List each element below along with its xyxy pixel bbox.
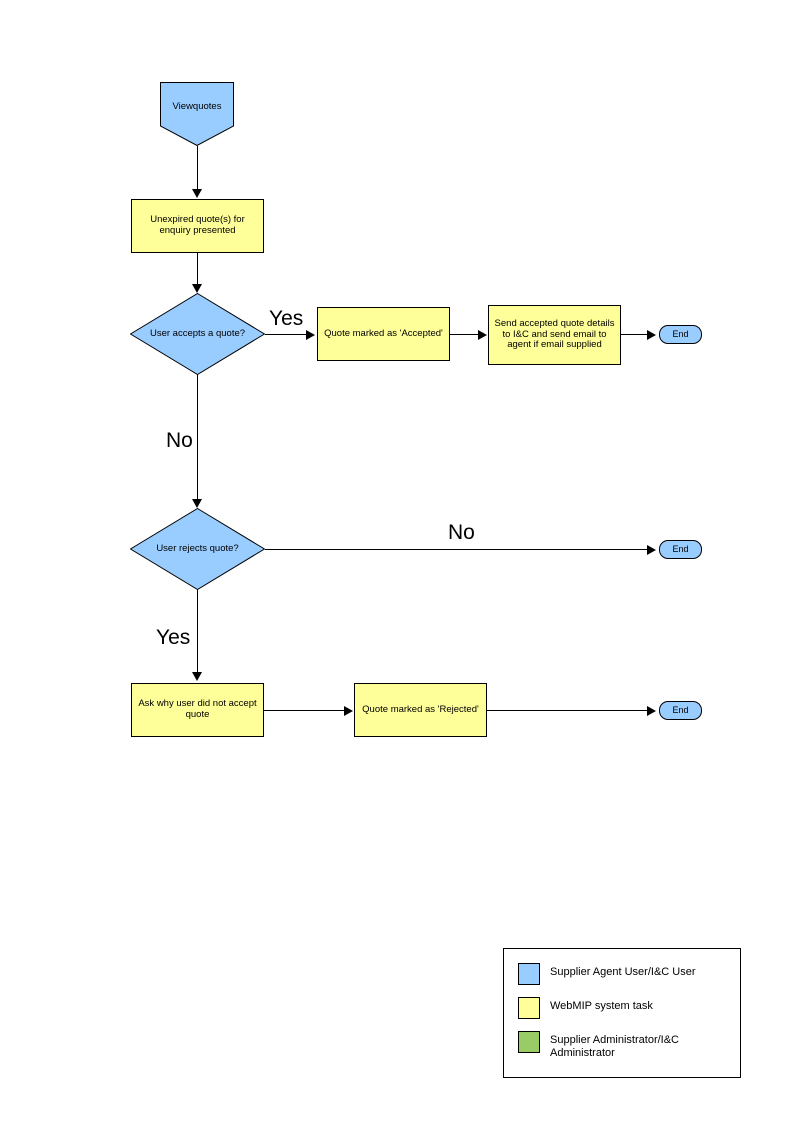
- arrowhead-unexpired-to-decision1: [192, 284, 202, 293]
- edge-label-accepts-yes: Yes: [269, 307, 304, 330]
- node-decision-user-accepts[interactable]: User accepts a quote?: [130, 293, 265, 375]
- arrowhead-decision1-yes: [306, 330, 315, 340]
- connector-askwhy-to-rejected: [264, 710, 346, 711]
- arrowhead-send-to-end: [647, 330, 656, 340]
- node-end-accepted[interactable]: End: [659, 325, 702, 344]
- arrowhead-askwhy-to-rejected: [344, 706, 353, 716]
- decision-diamond-shape: [130, 293, 265, 375]
- node-ask-why[interactable]: Ask why user did not accept quote: [131, 683, 264, 737]
- node-unexpired-quotes[interactable]: Unexpired quote(s) for enquiry presented: [131, 199, 264, 253]
- decision-diamond-shape: [130, 508, 265, 590]
- node-ask-why-label: Ask why user did not accept quote: [138, 698, 257, 720]
- node-decision-user-rejects-label: User rejects quote?: [156, 543, 239, 555]
- arrowhead-decision1-no: [192, 499, 202, 508]
- start-pentagon-shape: [160, 82, 234, 146]
- node-quote-accepted[interactable]: Quote marked as 'Accepted': [317, 307, 450, 361]
- legend-swatch-user-blue: [518, 963, 540, 985]
- connector-decision1-no: [197, 375, 198, 501]
- node-quote-rejected[interactable]: Quote marked as 'Rejected': [354, 683, 487, 737]
- arrowhead-accepted-to-send: [478, 330, 487, 340]
- node-end-rejected[interactable]: End: [659, 701, 702, 720]
- arrowhead-rejected-to-end: [647, 706, 656, 716]
- connector-decision2-yes: [197, 590, 198, 674]
- edge-label-rejects-no: No: [448, 521, 475, 544]
- node-end-accepted-label: End: [672, 329, 689, 340]
- node-start-viewquotes[interactable]: Viewquotes: [160, 82, 234, 146]
- legend-label-system: WebMIP system task: [550, 1000, 653, 1012]
- edge-label-accepts-no: No: [166, 429, 193, 452]
- node-send-accepted-details[interactable]: Send accepted quote details to I&C and s…: [488, 305, 621, 365]
- legend-item-system: WebMIP system task: [518, 997, 740, 1019]
- arrowhead-decision2-yes: [192, 672, 202, 681]
- legend-item-admin: Supplier Administrator/I&C Administrator: [518, 1031, 740, 1060]
- connector-accepted-to-send: [450, 334, 480, 335]
- connector-unexpired-to-decision1: [197, 253, 198, 285]
- connector-decision2-no: [265, 549, 649, 550]
- arrowhead-start-to-unexpired: [192, 189, 202, 198]
- node-decision-user-rejects[interactable]: User rejects quote?: [130, 508, 265, 590]
- edge-label-rejects-yes: Yes: [156, 626, 191, 649]
- connector-rejected-to-end: [487, 710, 649, 711]
- legend-box: Supplier Agent User/I&C User WebMIP syst…: [503, 948, 741, 1078]
- legend-label-user: Supplier Agent User/I&C User: [550, 966, 696, 978]
- legend-item-user: Supplier Agent User/I&C User: [518, 963, 740, 985]
- connector-decision1-yes: [265, 334, 309, 335]
- arrowhead-decision2-no: [647, 545, 656, 555]
- connector-send-to-end: [621, 334, 649, 335]
- node-unexpired-quotes-label: Unexpired quote(s) for enquiry presented: [150, 214, 245, 236]
- legend-swatch-system-yellow: [518, 997, 540, 1019]
- node-start-label: Viewquotes: [172, 100, 222, 112]
- node-end-no-reject-label: End: [672, 544, 689, 555]
- connector-start-to-unexpired: [197, 146, 198, 190]
- node-quote-rejected-label: Quote marked as 'Rejected': [362, 703, 479, 715]
- node-decision-user-accepts-label: User accepts a quote?: [149, 328, 246, 340]
- node-send-accepted-details-label: Send accepted quote details to I&C and s…: [494, 317, 615, 351]
- node-end-rejected-label: End: [672, 705, 689, 716]
- node-quote-accepted-label: Quote marked as 'Accepted': [324, 327, 443, 339]
- node-end-no-reject[interactable]: End: [659, 540, 702, 559]
- legend-label-admin: Supplier Administrator/I&C Administrator: [550, 1034, 679, 1060]
- legend-swatch-admin-green: [518, 1031, 540, 1053]
